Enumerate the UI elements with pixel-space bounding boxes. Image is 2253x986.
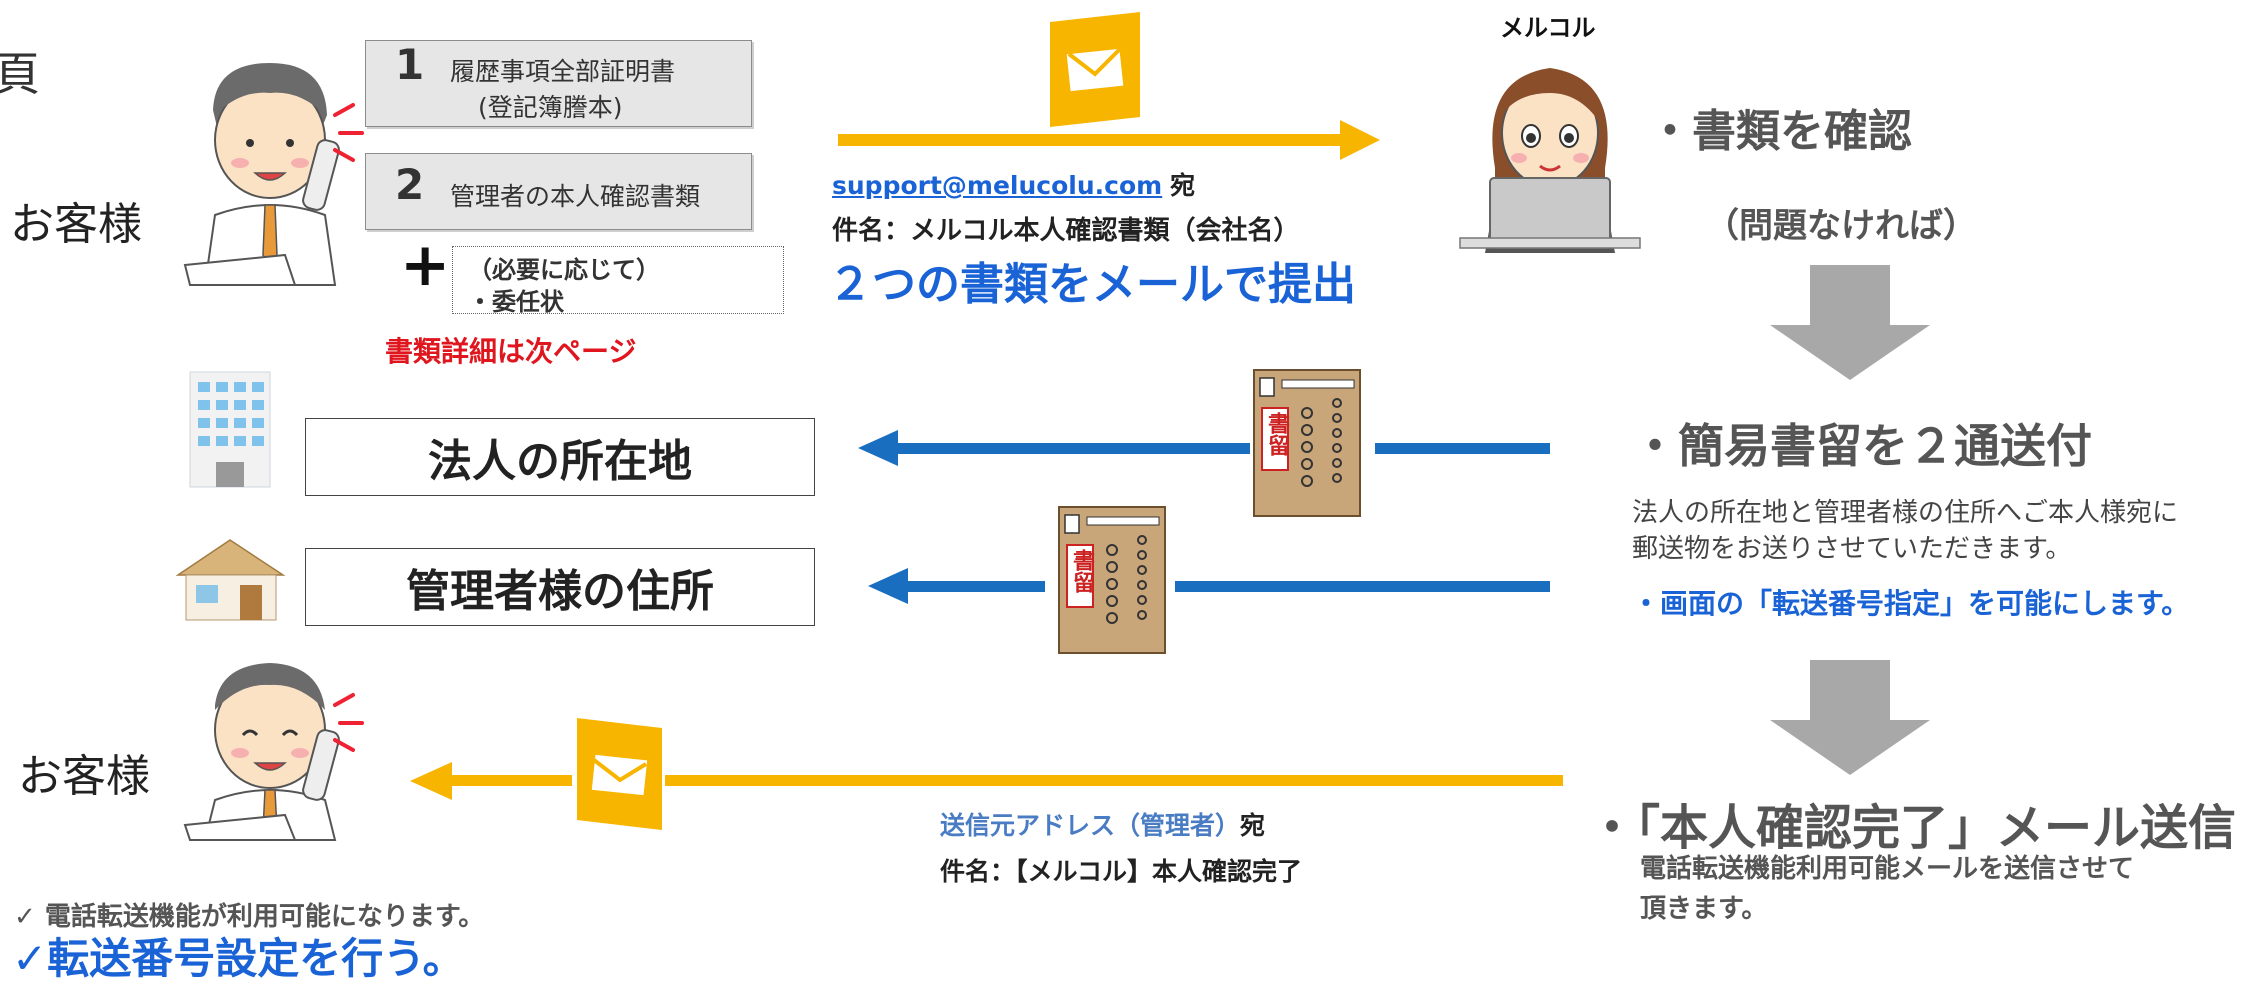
reply-email-subject: 件名：【メルコル】本人確認完了 — [940, 857, 1303, 886]
document-subtitle-1: (登記簿謄本) — [478, 93, 623, 122]
plus-sign: + — [400, 230, 451, 300]
optional-box — [452, 246, 784, 314]
reply-email-line: 送信元アドレス（管理者）宛 — [940, 806, 1265, 842]
step-if-ok: （問題なければ） — [1705, 206, 1977, 246]
customer-icon-bottom — [183, 663, 364, 842]
customer-icon-top — [183, 63, 364, 286]
blue-arrow-line-1a — [895, 443, 1250, 454]
down-arrow-1 — [1770, 265, 1930, 380]
complete-desc-line2: 頂きます。 — [1640, 894, 1768, 924]
mail-desc-line2: 郵送物をお送りさせていただきます。 — [1632, 534, 2072, 564]
submit-email-address[interactable]: support@melucolu.com — [832, 171, 1163, 200]
step-registered-mail: ・簡易書留を２通送付 — [1632, 419, 2092, 473]
final-note-2: ✓転送番号設定を行う。 — [12, 934, 465, 983]
reply-address-suffix: 宛 — [1240, 811, 1266, 840]
submit-email-line: support@melucolu.com 宛 — [832, 166, 1195, 202]
optional-note-line1: （必要に応じて） — [468, 256, 660, 284]
screen-note: ・画面の「転送番号指定」を可能にします。 — [1632, 587, 2190, 620]
registered-mail-envelope-1 — [1253, 369, 1361, 517]
submit-arrow-line — [838, 134, 1343, 146]
submit-email-subject: 件名：メルコル本人確認書類（会社名） — [832, 216, 1300, 246]
blue-arrow-line-2b — [1175, 581, 1550, 592]
blue-arrow-line-2a — [905, 581, 1045, 592]
registered-stamp-2: 書留 — [1069, 549, 1094, 593]
mail-envelope-icon-bottom — [577, 718, 662, 830]
document-card-2 — [365, 153, 752, 230]
step-complete-mail: ・「本人確認完了」メール送信 — [1588, 800, 2237, 856]
customer-label-top: お客様 — [10, 199, 142, 250]
document-title-1: 履歴事項全部証明書 — [450, 57, 676, 86]
operator-icon — [1459, 68, 1641, 253]
top-edge-char: 頁 — [0, 47, 40, 101]
document-title-2: 管理者の本人確認書類 — [450, 182, 701, 211]
blue-arrow-head-1 — [858, 430, 898, 466]
registered-stamp-1: 書留 — [1264, 412, 1289, 456]
reply-arrow-line-b — [665, 775, 1563, 786]
document-card-1 — [365, 40, 752, 127]
reply-arrow-line-a — [450, 775, 572, 786]
submit-arrow-head — [1340, 120, 1380, 160]
customer-label-bottom: お客様 — [18, 751, 150, 802]
office-building-icon — [189, 371, 271, 488]
manager-address-box: 管理者様の住所 — [305, 548, 815, 626]
optional-note-line2: ・委任状 — [468, 288, 564, 316]
mail-desc-line1: 法人の所在地と管理者様の住所へご本人様宛に — [1632, 498, 2179, 528]
reply-arrow-head — [410, 762, 452, 800]
reply-address-label: 送信元アドレス（管理者） — [940, 811, 1241, 840]
registered-mail-envelope-2 — [1058, 506, 1166, 654]
down-arrow-2 — [1770, 660, 1930, 775]
blue-arrow-head-2 — [868, 568, 908, 604]
submit-email-suffix: 宛 — [1170, 171, 1196, 200]
final-note-1: ✓ 電話転送機能が利用可能になります。 — [14, 902, 485, 932]
company-label: メルコル — [1500, 14, 1596, 42]
document-number-1: 1 — [395, 40, 425, 89]
complete-desc-line1: 電話転送機能利用可能メールを送信させて — [1640, 854, 2135, 884]
submit-headline: ２つの書類をメールで提出 — [828, 259, 1356, 310]
step-confirm: ・書類を確認 — [1648, 106, 1912, 157]
house-icon — [175, 539, 286, 621]
blue-arrow-line-1b — [1375, 443, 1550, 454]
doc-detail-note: 書類詳細は次ページ — [385, 335, 637, 368]
corp-address-box: 法人の所在地 — [305, 418, 815, 496]
document-number-2: 2 — [395, 160, 425, 209]
mail-envelope-icon-top — [1050, 12, 1140, 127]
